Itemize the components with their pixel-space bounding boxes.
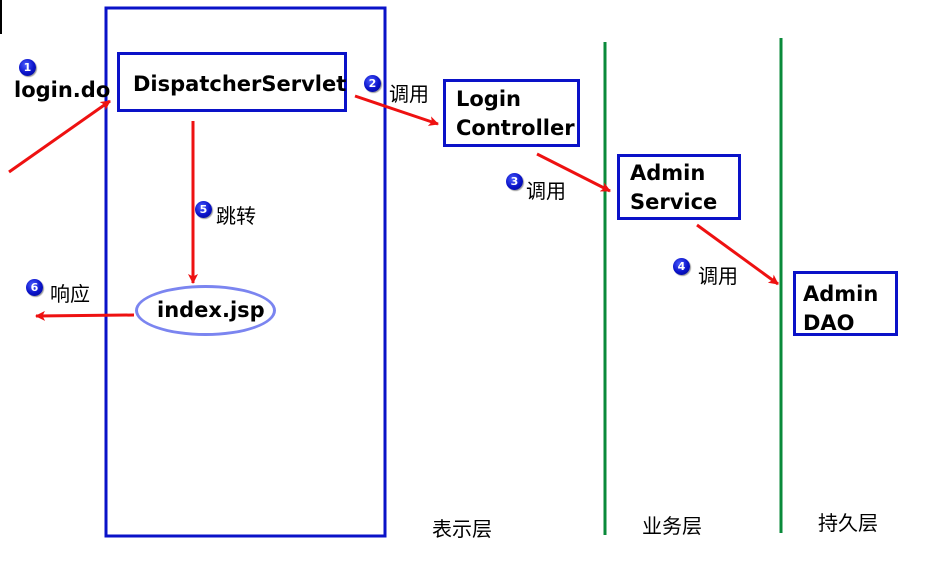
request-label: login.do <box>14 78 111 102</box>
admin-dao-line1: Admin <box>803 282 879 306</box>
persistence-layer-label: 持久层 <box>818 511 878 535</box>
step-4-label: 调用 <box>698 264 738 288</box>
arrow-controller-to-service <box>536 152 611 193</box>
login-controller-line1: Login <box>456 87 521 111</box>
login-controller-line2: Controller <box>456 116 575 140</box>
index-jsp-oval: index.jsp <box>135 285 276 336</box>
step-2-label: 调用 <box>389 82 429 106</box>
index-jsp-label: index.jsp <box>157 298 265 322</box>
admin-service-line1: Admin <box>630 161 706 185</box>
step-1-badge: 1 <box>19 59 36 76</box>
admin-service-box: Admin Service <box>617 154 741 220</box>
admin-dao-line2: DAO <box>803 311 855 335</box>
arrow-view-response <box>35 310 135 321</box>
step-6-badge: 6 <box>26 279 43 296</box>
step-5-badge: 5 <box>195 201 212 218</box>
step-3-badge: 3 <box>506 173 523 190</box>
arrow-dispatcher-to-controller <box>354 94 439 126</box>
presentation-layer-label: 表示层 <box>432 517 492 541</box>
business-layer-label: 业务层 <box>642 514 702 538</box>
arrow-service-to-dao <box>696 223 779 286</box>
arrow-request-to-dispatcher <box>8 99 111 174</box>
presentation-layer-container <box>104 6 387 538</box>
step-2-badge: 2 <box>364 75 381 92</box>
step-5-label: 跳转 <box>216 204 256 228</box>
step-4-badge: 4 <box>673 258 690 275</box>
admin-dao-box: Admin DAO <box>793 271 898 336</box>
dispatcher-servlet-box: DispatcherServlet <box>117 52 347 112</box>
step-3-label: 调用 <box>526 179 566 203</box>
step-6-label: 响应 <box>50 282 90 306</box>
login-controller-box: Login Controller <box>443 79 580 147</box>
dispatcher-servlet-label: DispatcherServlet <box>133 72 347 96</box>
admin-service-line2: Service <box>630 190 718 214</box>
